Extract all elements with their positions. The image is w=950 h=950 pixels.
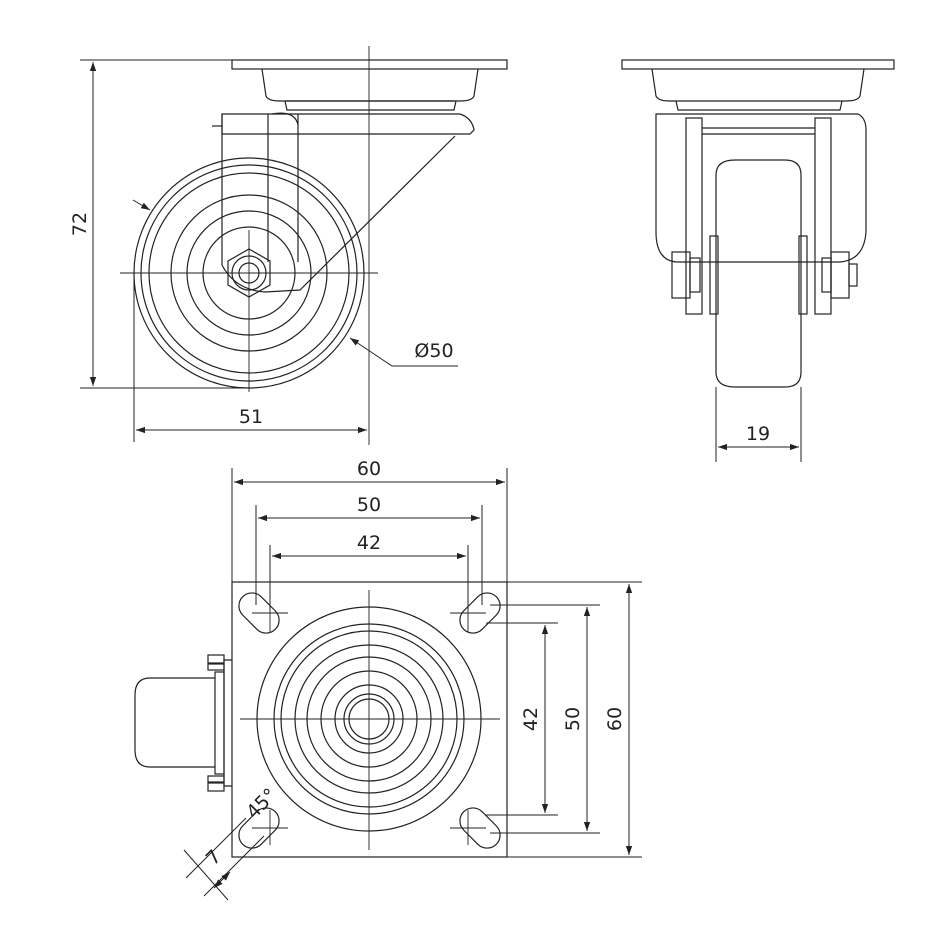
dim-wheel-diameter: Ø50 [414, 340, 453, 362]
svg-text:45°: 45° [242, 784, 281, 823]
dim-plate-height: 60 [604, 707, 626, 731]
front-view: 19 [621, 59, 895, 462]
dim-side-height: 72 [69, 212, 91, 236]
dim-plate-width: 60 [357, 458, 381, 480]
dim-hole-vert-outer: 50 [562, 707, 584, 731]
dim-wheel-width: 19 [746, 423, 770, 445]
side-view: 72 51 Ø50 [69, 46, 508, 445]
dim-hole-vert-inner: 42 [520, 707, 542, 731]
dim-hole-spacing-outer: 50 [357, 494, 381, 516]
dim-slot-width: 7 [202, 846, 226, 870]
dim-side-width: 51 [239, 406, 263, 428]
top-view: 60 50 42 60 50 42 7 45° [134, 458, 642, 901]
dim-hole-spacing-inner: 42 [357, 532, 381, 554]
mounting-slots [238, 592, 501, 849]
